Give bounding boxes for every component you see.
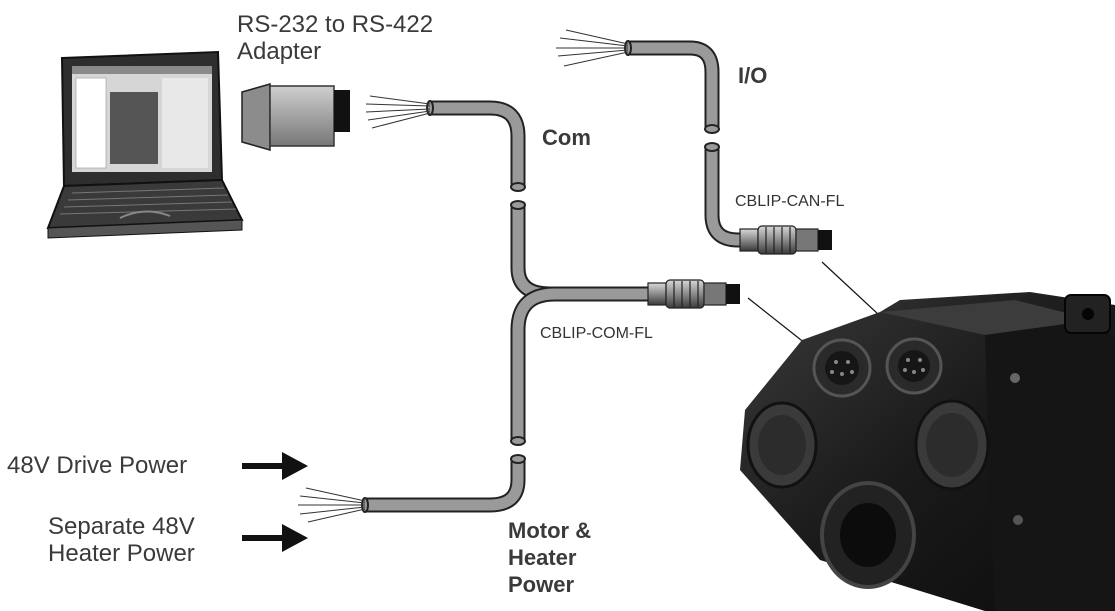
cable-com-lower — [510, 206, 648, 302]
cable-motor-power — [365, 460, 526, 513]
heater-power-line1: Separate 48V — [48, 513, 195, 540]
heater-power-line2: Heater Power — [48, 539, 195, 567]
heater-power-label: Separate 48V Heater Power — [48, 513, 195, 568]
connector-icon-can — [739, 225, 832, 255]
adapter-label-line1: RS-232 to RS-422 — [237, 11, 434, 38]
can-cable-label: CBLIP-CAN-FL — [735, 193, 845, 210]
adapter-label-line2: Adapter — [237, 37, 322, 65]
laptop-icon — [46, 50, 244, 239]
arrow-right-icon-heater — [242, 524, 308, 552]
cable-io-upper — [628, 40, 720, 128]
cable-com-upper — [430, 100, 526, 186]
cable-motor-trunk — [510, 286, 648, 440]
motor-power-line1: Motor & — [508, 518, 592, 543]
adapter-icon — [241, 83, 350, 151]
io-label: I/O — [738, 63, 768, 88]
arrow-right-icon-drive — [242, 452, 308, 480]
motor-power-line2: Heater — [508, 544, 577, 570]
motor-power-line3: Power — [508, 571, 575, 597]
drive-power-label: 48V Drive Power — [7, 452, 188, 479]
com-cable-label: CBLIP-COM-FL — [540, 325, 653, 342]
cable-io-lower — [704, 148, 748, 248]
cable-break-marks — [361, 40, 720, 513]
motor-power-label: Motor & Heater Power — [508, 518, 591, 598]
motor-icon — [740, 292, 1115, 611]
wire-fanouts — [298, 29, 629, 523]
connector-icon-com — [647, 279, 740, 309]
com-label: Com — [542, 125, 591, 150]
adapter-label: RS-232 to RS-422 Adapter — [237, 11, 434, 66]
